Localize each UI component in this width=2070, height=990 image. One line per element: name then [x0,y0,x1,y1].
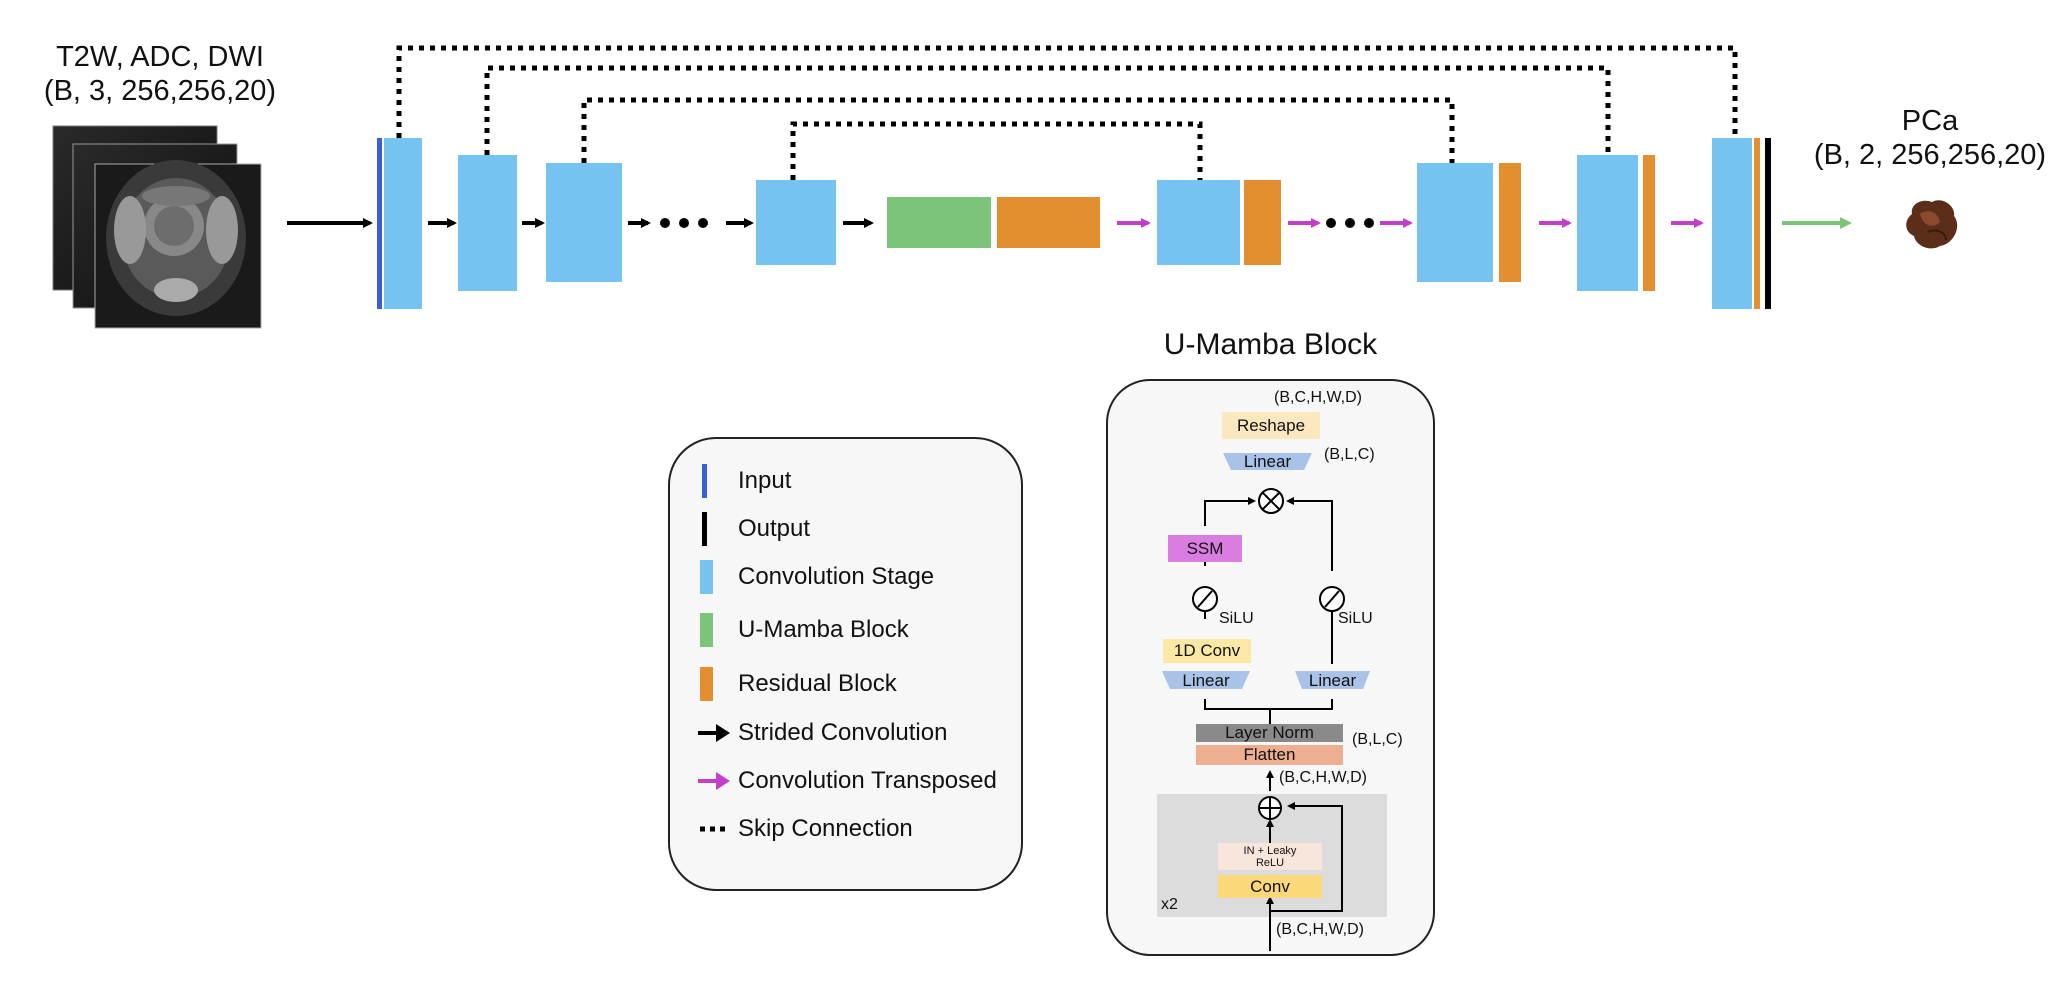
linear-right-trapezoid [1295,671,1370,689]
residual-block-dec3 [1643,155,1655,291]
residual-block-dec1 [1244,180,1281,265]
input-title-line2: (B, 3, 256,256,20) [43,75,277,107]
shape-blc-top-label: (B,L,C) [1324,446,1375,463]
legend-item-input: Input [700,461,791,501]
linear-right-block: Linear [1308,670,1357,690]
conv-block: Conv [1218,875,1322,898]
output-layer-bar [1765,138,1771,309]
mri-image-stack [52,125,262,329]
residual-swatch-icon [700,664,730,704]
skip-connection-2 [484,65,1611,155]
legend-label-input: Input [738,467,792,494]
shape-bottom-label: (B,C,H,W,D) [1276,921,1364,938]
input-title: T2W, ADC, DWI (B, 3, 256,256,20) [20,40,300,108]
shape-mid-label: (B,C,H,W,D) [1279,769,1367,786]
conv-stage-enc2 [458,155,517,291]
legend-label-conv-stage: Convolution Stage [738,563,935,590]
in-leaky-relu-block: IN + Leaky ReLU [1218,843,1322,870]
input-bar-icon [700,461,730,501]
network-diagram [52,45,1958,329]
legend-item-strided: Strided Convolution [698,713,948,753]
output-title-line1: PCa [1901,105,1959,137]
conv-stage-enc4 [756,180,836,265]
conv1d-block: 1D Conv [1163,639,1251,663]
conv-stage-enc1 [384,138,422,309]
bottleneck-mamba-block [887,197,991,248]
silu-left-label: SiLU [1219,610,1254,627]
conv-stage-enc3 [546,163,622,282]
conv-stage-dec2 [1417,163,1493,282]
linear-left-trapezoid [1162,671,1250,689]
legend-label-strided: Strided Convolution [738,719,948,746]
residual-block-dec2 [1499,163,1521,282]
legend-item-conv-stage: Convolution Stage [700,557,934,597]
conv-stage-swatch-icon [700,557,730,597]
legend-label-skip: Skip Connection [738,815,913,842]
reshape-block: Reshape [1222,412,1320,439]
legend-label-transposed: Convolution Transposed [738,767,997,794]
mamba-block-panel: (B,C,H,W,D) Reshape Linear (B,L,C) SSM S… [1106,379,1435,956]
ellipsis-decoder [1326,218,1374,228]
conv-stage-dec3 [1577,155,1638,291]
input-layer-bar [377,138,382,309]
legend-label-output: Output [738,515,811,542]
ellipsis-encoder [660,218,708,228]
skip-connection-4 [790,121,1203,180]
linear-left-block: Linear [1182,670,1230,690]
legend-label-residual: Residual Block [738,670,897,697]
legend-label-mamba: U-Mamba Block [738,616,909,643]
legend-item-output: Output [700,509,810,549]
layer-norm-block: Layer Norm [1196,723,1343,742]
conv-stage-dec1 [1157,180,1240,265]
ssm-block: SSM [1168,535,1242,562]
output-title: PCa (B, 2, 256,256,20) [1790,104,2070,172]
skip-connection-3 [581,97,1455,163]
linear-out-block: Linear [1243,451,1292,471]
output-title-line2: (B, 2, 256,256,20) [1813,139,2047,171]
dotted-line-icon [700,809,730,849]
legend-item-mamba: U-Mamba Block [700,610,909,650]
bottleneck-residual-block [997,197,1100,248]
legend-item-skip: Skip Connection [700,809,913,849]
residual-block-dec4 [1754,138,1760,309]
magenta-arrow-icon [698,761,730,801]
linear-out-trapezoid [1223,453,1312,470]
pca-segmentation-icon [1906,200,1958,249]
conv-stage-dec4 [1712,138,1752,309]
repeat-label: x2 [1161,896,1178,913]
legend-panel: Input Output Convolution Stage U-Mamba B… [668,437,1023,891]
legend-item-residual: Residual Block [700,664,897,704]
shape-blc-mid-label: (B,L,C) [1352,731,1403,748]
black-arrow-icon [698,713,730,753]
skip-connection-1 [396,45,1738,138]
shape-top-label: (B,C,H,W,D) [1274,389,1362,406]
silu-right-label: SiLU [1338,610,1373,627]
output-bar-icon [700,509,730,549]
mamba-swatch-icon [700,610,730,650]
flatten-block: Flatten [1196,745,1343,765]
legend-item-transposed: Convolution Transposed [698,761,997,801]
input-title-line1: T2W, ADC, DWI [56,41,264,73]
mamba-block-title: U-Mamba Block [1163,328,1378,361]
skip-connections [396,45,1738,180]
